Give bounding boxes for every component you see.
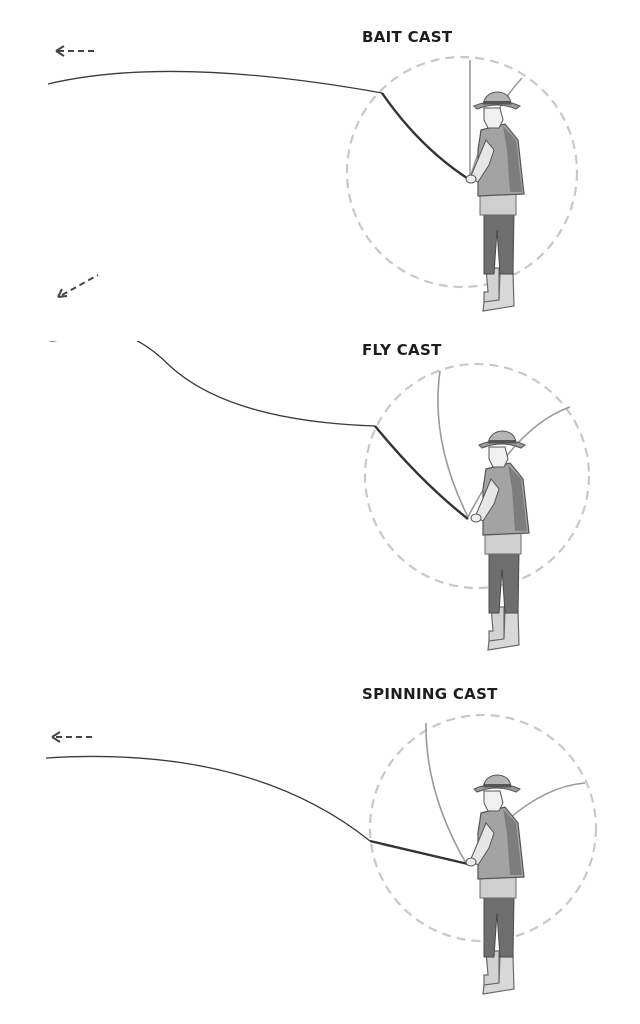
fly-cast-panel: FLY CAST [0, 274, 640, 682]
fishing-line [47, 70, 383, 94]
rod-forward [374, 425, 469, 520]
rod-forward [381, 92, 471, 182]
direction-arrow-icon [55, 45, 98, 57]
rod-forward [369, 839, 469, 866]
casting-arc-circle [363, 362, 591, 590]
spinning-cast-panel: SPINNING CAST [0, 683, 640, 1024]
fishing-line [49, 341, 376, 427]
fly-cast-illustration [49, 341, 591, 651]
fishing-line [45, 755, 371, 842]
rod-ghost-forward [437, 370, 469, 518]
rod-ghost-forward [425, 722, 468, 866]
bait-cast-title: BAIT CAST [362, 28, 453, 46]
spinning-cast-title: SPINNING CAST [362, 685, 498, 703]
spinning-cast-illustration [45, 713, 598, 995]
bait-cast-panel: BAIT CAST [0, 0, 640, 341]
angler-figure [465, 774, 525, 995]
casting-arc-circle [345, 55, 579, 289]
casting-arc-circle [368, 713, 598, 943]
angler-figure [465, 91, 525, 312]
direction-arrow-icon [57, 274, 99, 298]
angler-figure [470, 430, 530, 651]
fly-cast-title: FLY CAST [362, 341, 442, 359]
direction-arrow-icon [51, 731, 96, 743]
bait-cast-illustration [47, 45, 579, 312]
